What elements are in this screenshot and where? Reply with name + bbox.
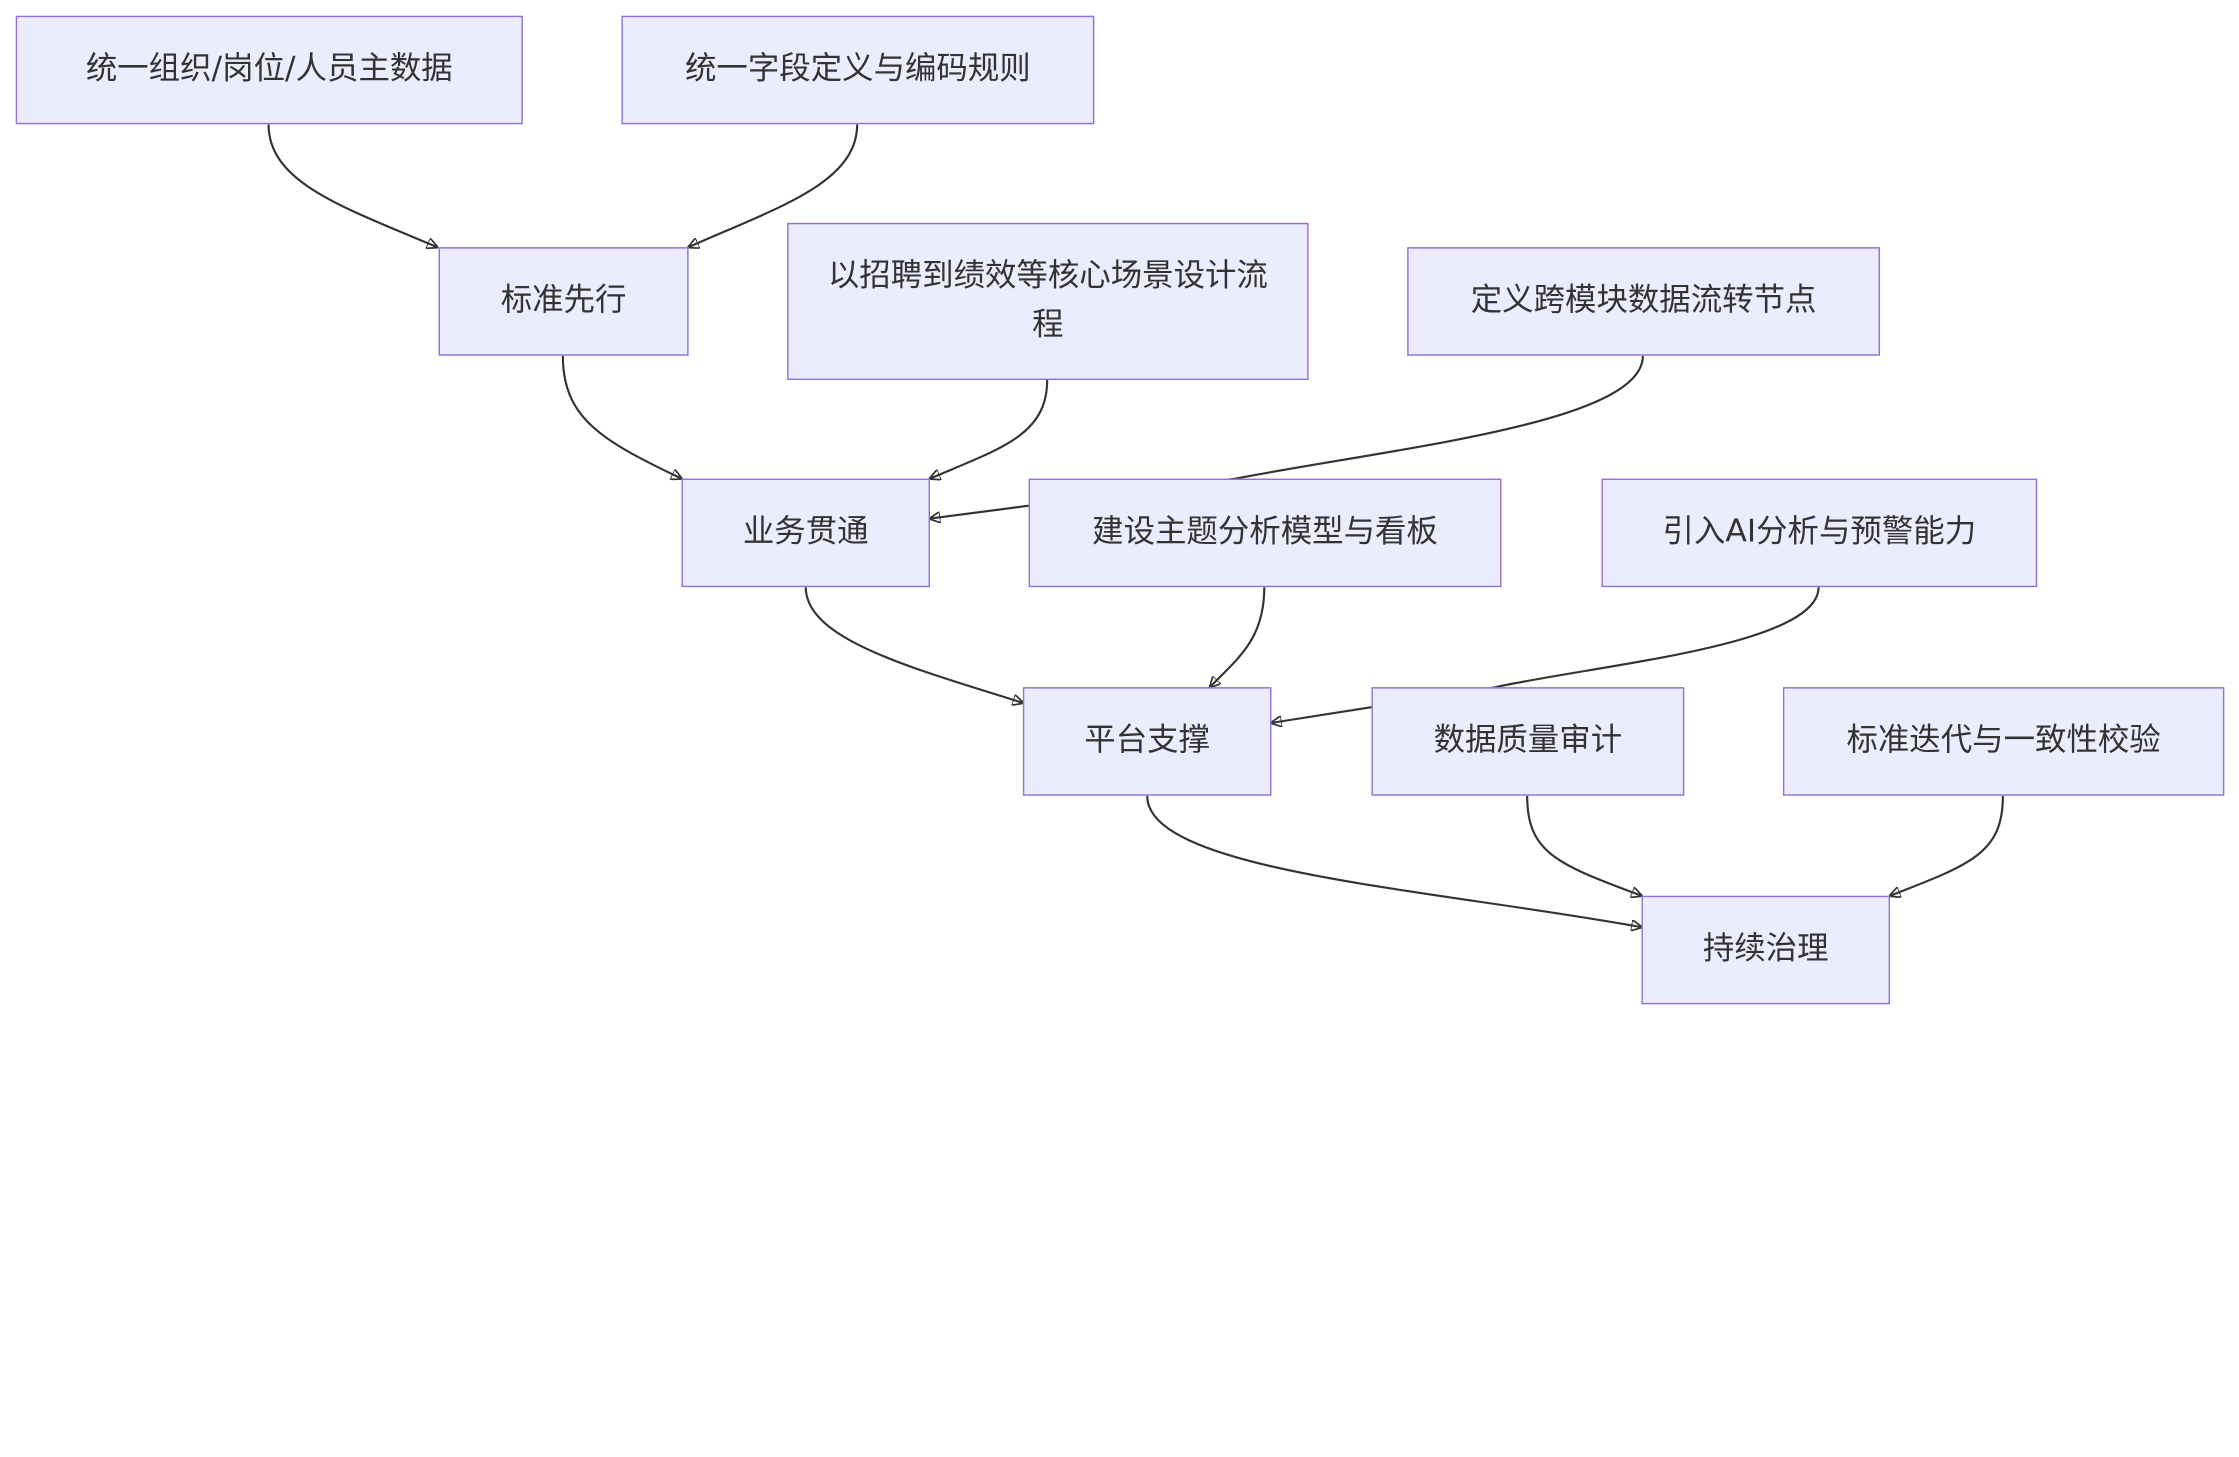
edge-a2-a [689, 124, 859, 247]
node-unify-master-data[interactable]: 统一组织/岗位/人员主数据 [15, 15, 523, 125]
node-label: 数据质量审计 [1433, 722, 1623, 759]
edge-b-c [804, 587, 1023, 703]
node-standard-iteration-check[interactable]: 标准迭代与一致性校验 [1782, 687, 2225, 796]
edge-c2-c [1271, 587, 1820, 723]
edge-a1-a [267, 124, 438, 247]
node-standards-first[interactable]: 标准先行 [438, 247, 689, 356]
node-label: 统一组织/岗位/人员主数据 [85, 51, 453, 88]
node-platform-support[interactable]: 平台支撑 [1022, 687, 1272, 796]
node-business-integration[interactable]: 业务贯通 [681, 478, 931, 588]
node-label: 持续治理 [1702, 931, 1829, 968]
edge-d2-d [1890, 795, 2004, 896]
node-label: 引入AI分析与预警能力 [1662, 514, 1977, 551]
node-label: 平台支撑 [1084, 722, 1211, 759]
node-analysis-models-dashboards[interactable]: 建设主题分析模型与看板 [1028, 478, 1502, 588]
node-label: 统一字段定义与编码规则 [684, 51, 1031, 88]
edge-d1-d [1526, 795, 1641, 896]
edge-a-b [561, 355, 682, 479]
node-continuous-governance[interactable]: 持续治理 [1641, 895, 1891, 1005]
node-label: 建设主题分析模型与看板 [1092, 514, 1438, 551]
edge-layer [267, 124, 2004, 1020]
edge-c1-c [1210, 587, 1266, 687]
node-data-quality-audit[interactable]: 数据质量审计 [1371, 687, 1685, 796]
edge-b2-b [930, 355, 1644, 519]
node-label: 业务贯通 [742, 514, 869, 551]
edge-b1-b [930, 380, 1049, 479]
node-label: 定义跨模块数据流转节点 [1470, 282, 1817, 319]
node-label: 标准迭代与一致性校验 [1846, 722, 2161, 759]
node-core-scenario-process[interactable]: 以招聘到绩效等核心场景设计流程 [787, 222, 1309, 381]
node-unify-field-definitions[interactable]: 统一字段定义与编码规则 [621, 15, 1095, 125]
node-ai-analysis-alerts[interactable]: 引入AI分析与预警能力 [1601, 478, 2038, 588]
node-label: 标准先行 [500, 282, 627, 319]
node-label: 以招聘到绩效等核心场景设计流程 [827, 258, 1268, 343]
node-cross-module-dataflow[interactable]: 定义跨模块数据流转节点 [1407, 247, 1881, 356]
edge-c-d [1146, 795, 1641, 927]
